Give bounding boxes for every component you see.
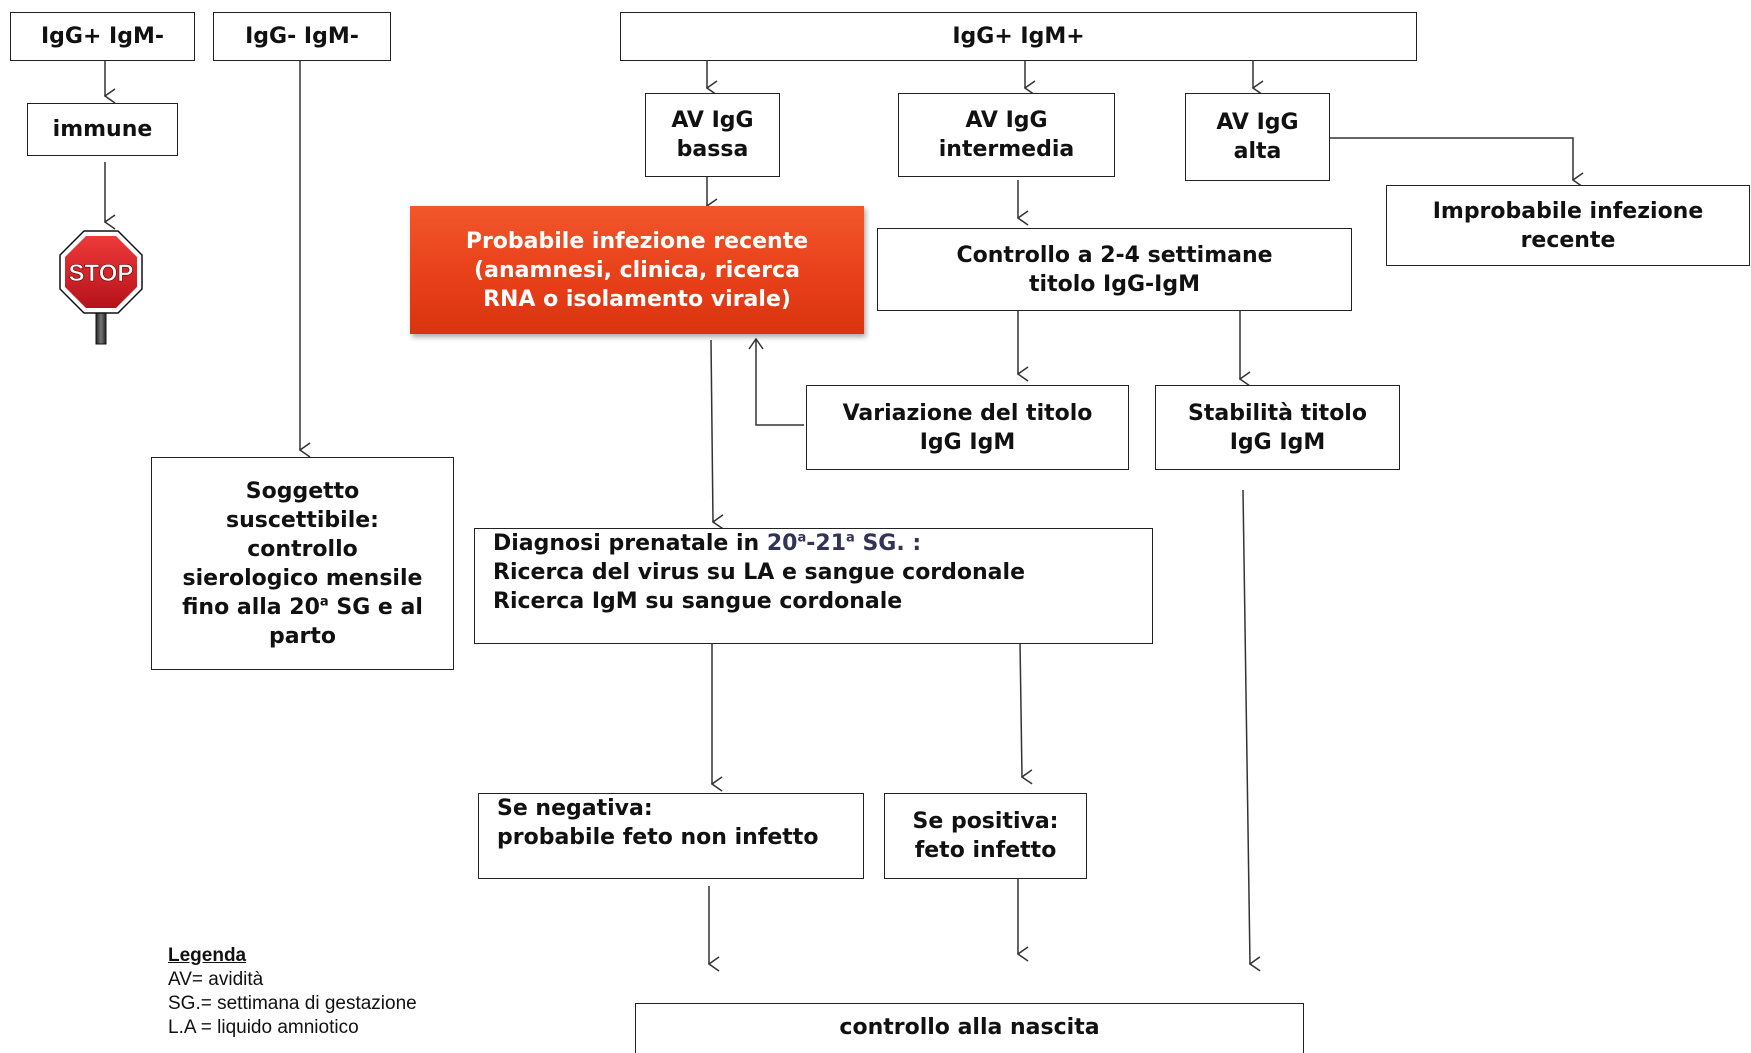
arrow-recent-to-prenatal xyxy=(710,339,713,522)
box-label-line: Ricerca IgM su sangue cordonale xyxy=(493,589,903,614)
box-birth-control: controllo alla nascita xyxy=(635,1003,1304,1053)
box-igg-neg-igm-neg: IgG- IgM- xyxy=(213,12,391,61)
week-end: -21 xyxy=(806,531,846,556)
ordinal-superscript: a xyxy=(846,530,855,546)
stop-sign-icon: STOP xyxy=(59,230,143,345)
box-label-line: Improbabile infezione xyxy=(1432,198,1704,224)
box-improbable-infection: Improbabile infezione recente xyxy=(1386,185,1750,266)
box-label: immune xyxy=(52,117,153,142)
stop-sign-text: STOP xyxy=(69,260,134,287)
box-label-line: sierologico mensile xyxy=(182,565,423,591)
box-susceptible-subject: Soggetto suscettibile: controllo sierolo… xyxy=(151,457,454,670)
box-label-line: (anamnesi, clinica, ricerca xyxy=(474,257,800,283)
box-prenatal-diagnosis: Diagnosi prenatale in 20a-21a SG. : Rice… xyxy=(474,528,1153,644)
legend-item: AV= avidità xyxy=(168,969,264,990)
box-label-line: AV IgG xyxy=(1216,110,1299,135)
box-label-part: Diagnosi prenatale in xyxy=(493,531,767,556)
box-recent-infection: Probabile infezione recente (anamnesi, c… xyxy=(410,206,864,334)
arrow-stable-to-birth xyxy=(1242,489,1250,964)
arrow-prenatal-to-positive xyxy=(1019,641,1022,777)
box-titer-change: Variazione del titolo IgG IgM xyxy=(806,385,1129,470)
legend-item: L.A = liquido amniotico xyxy=(168,1017,359,1038)
ordinal-superscript: a xyxy=(319,594,329,610)
box-label-line: Controllo a 2-4 settimane xyxy=(956,242,1273,268)
box-label-line: controllo xyxy=(247,536,358,562)
box-label-line: Se positiva: xyxy=(912,809,1059,834)
box-label-line: Variazione del titolo xyxy=(842,400,1093,426)
week-suffix: SG. : xyxy=(854,531,922,556)
box-igg-pos-igm-pos: IgG+ IgM+ xyxy=(620,12,1417,61)
box-label-line: AV IgG xyxy=(965,108,1048,133)
box-label-line: fino alla 20a SG e al xyxy=(182,593,423,622)
box-label-line: IgG IgM xyxy=(919,429,1016,455)
box-label: controllo alla nascita xyxy=(839,1015,1100,1040)
box-label-line: suscettibile: xyxy=(226,507,379,533)
box-label-line: alta xyxy=(1233,139,1282,164)
box-label-line: Probabile infezione recente xyxy=(465,228,809,254)
box-label: IgG- IgM- xyxy=(245,24,359,49)
box-av-high: AV IgG alta xyxy=(1185,93,1330,181)
box-label-part: fino alla 20 xyxy=(182,594,320,620)
box-av-low: AV IgG bassa xyxy=(645,93,780,177)
box-label-line: Soggetto xyxy=(245,478,360,504)
box-label-line: probabile feto non infetto xyxy=(497,825,819,850)
box-label-line: IgG IgM xyxy=(1229,429,1326,455)
week-start: 20 xyxy=(766,531,798,556)
box-negative-result: Se negativa: probabile feto non infetto xyxy=(478,793,864,879)
box-positive-result: Se positiva: feto infetto xyxy=(884,793,1087,879)
legend: Legenda AV= avidità SG.= settimana di ge… xyxy=(168,944,417,1040)
box-label-part: SG e al xyxy=(328,594,423,620)
ordinal-superscript: a xyxy=(797,530,807,546)
box-label-line: RNA o isolamento virale) xyxy=(483,286,791,312)
box-igg-pos-igm-neg: IgG+ IgM- xyxy=(10,12,195,61)
box-label: IgG+ IgM+ xyxy=(952,24,1085,49)
week-range: 20a-21a SG. : xyxy=(767,531,921,556)
box-label-line: titolo IgG-IgM xyxy=(1029,271,1200,297)
box-label-line: AV IgG xyxy=(671,108,754,133)
box-label-line: Ricerca del virus su LA e sangue cordona… xyxy=(493,560,1025,585)
box-label-line: feto infetto xyxy=(914,838,1057,863)
arrow-av-high-to-improbable xyxy=(1330,137,1573,180)
box-label-line: bassa xyxy=(676,137,749,162)
box-av-mid: AV IgG intermedia xyxy=(898,93,1115,177)
box-label-line: parto xyxy=(268,623,337,649)
box-label-line: Se negativa: xyxy=(497,796,653,821)
legend-item: SG.= settimana di gestazione xyxy=(168,993,417,1014)
box-label-line: Diagnosi prenatale in 20a-21a SG. : xyxy=(493,529,921,558)
box-label-line: intermedia xyxy=(938,137,1075,162)
legend-title: Legenda xyxy=(168,945,247,966)
box-label-line: recente xyxy=(1520,227,1616,253)
arrow-change-to-recent xyxy=(756,339,804,426)
box-label-line: Stabilità titolo xyxy=(1188,400,1367,426)
box-label: IgG+ IgM- xyxy=(40,24,165,49)
box-immune: immune xyxy=(27,103,178,156)
box-titer-stable: Stabilità titolo IgG IgM xyxy=(1155,385,1400,470)
box-control-2-4-weeks: Controllo a 2-4 settimane titolo IgG-IgM xyxy=(877,228,1352,311)
